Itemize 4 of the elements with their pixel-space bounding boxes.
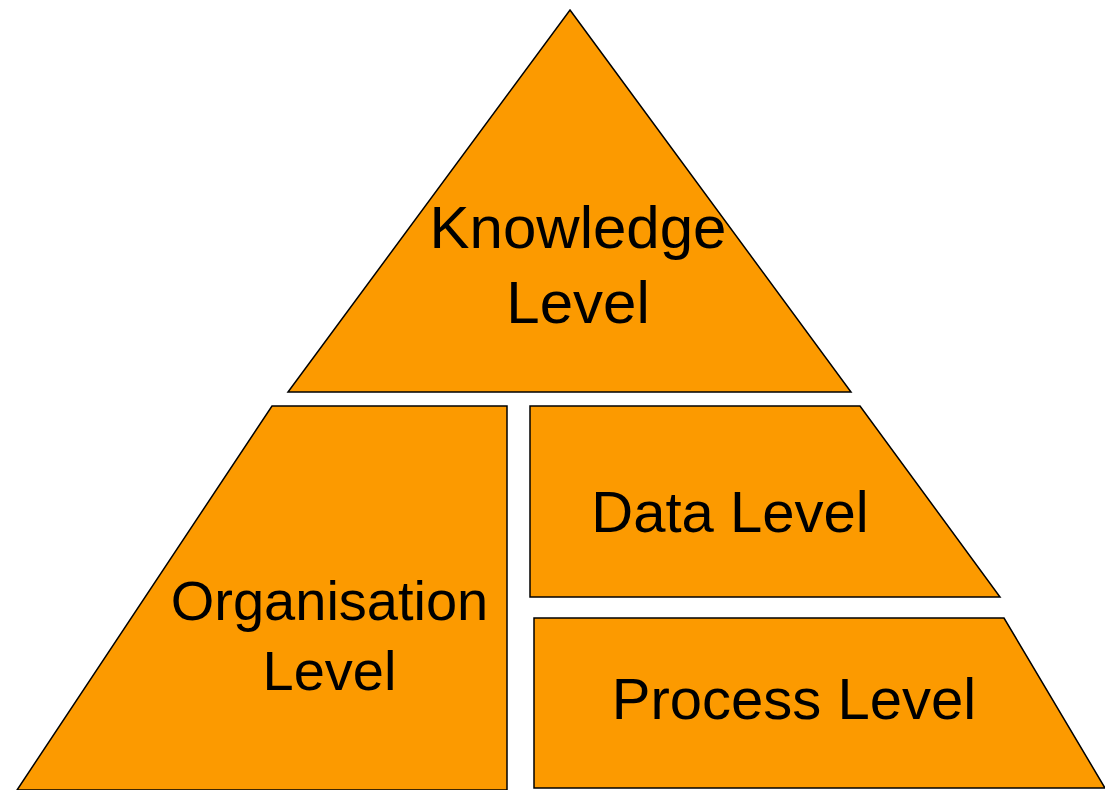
- level-label: Process Level: [610, 665, 978, 733]
- level-label: Organisation Level: [169, 568, 490, 704]
- level-label: Data Level: [590, 478, 870, 546]
- level-label: Knowledge Level: [428, 193, 728, 338]
